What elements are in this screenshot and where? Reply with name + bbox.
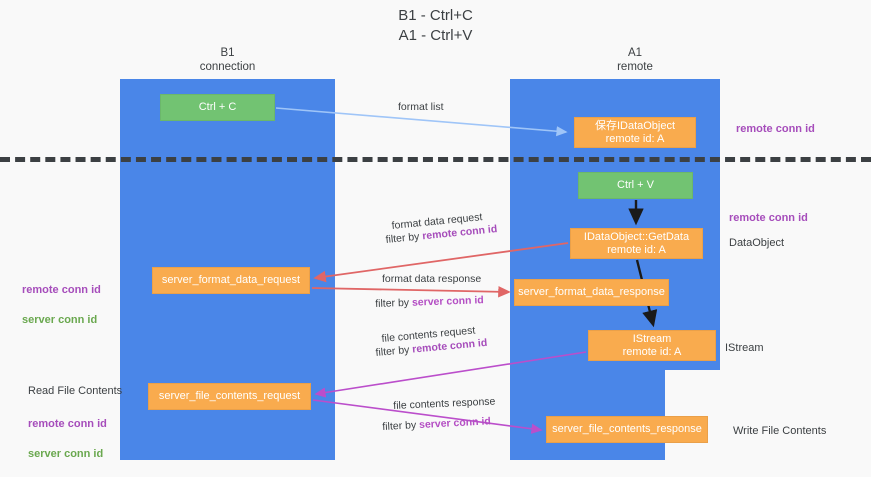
filter-prefix: filter by: [375, 296, 413, 310]
edge-file-contents-response: [312, 399, 543, 434]
phase-divider: [0, 157, 871, 162]
node-ctrl-v[interactable]: Ctrl + V: [578, 172, 693, 199]
edge-label-format-list: format list: [398, 101, 444, 113]
node-ctrl-c[interactable]: Ctrl + C: [160, 94, 275, 121]
filter-prefix: filter by: [375, 343, 413, 359]
edge-format-data-response: [311, 286, 511, 298]
edge-format-list: [275, 107, 568, 137]
filter-key-server-conn-id: server conn id: [411, 294, 484, 309]
annotation-left-conn-ids-2: remote conn id server conn id: [28, 402, 107, 477]
filter-key-server-conn-id: server conn id: [418, 415, 492, 432]
diagram-canvas: B1 - Ctrl+C A1 - Ctrl+V B1 connection A1…: [0, 7, 871, 460]
node-server-format-data-response[interactable]: server_format_data_response: [514, 279, 669, 306]
edge-format-data-request: [313, 242, 569, 283]
annotation-remote-conn-id-mid: remote conn id: [729, 212, 808, 224]
annotation-remote-conn-id-top: remote conn id: [736, 123, 815, 135]
annotation-remote-conn-id-left: remote conn id: [22, 284, 101, 296]
annotation-remote-conn-id-left-2: remote conn id: [28, 418, 107, 430]
node-istream[interactable]: IStream remote id: A: [588, 330, 716, 361]
node-idataobject-getdata[interactable]: IDataObject::GetData remote id: A: [570, 228, 703, 259]
filter-prefix: filter by: [382, 419, 420, 433]
annotation-server-conn-id-left: server conn id: [22, 314, 98, 326]
annotation-left-conn-ids: remote conn id server conn id: [22, 268, 101, 343]
node-server-format-data-request[interactable]: server_format_data_request: [152, 267, 310, 294]
filter-prefix: filter by: [385, 230, 423, 246]
column-header-a1: A1 remote: [617, 47, 653, 73]
edge-file-contents-request: [314, 351, 587, 398]
connector-layer: [275, 107, 658, 434]
annotation-read-file-contents: Read File Contents: [28, 385, 123, 397]
annotation-write-file-contents: Write File Contents: [733, 425, 827, 437]
node-server-file-contents-request[interactable]: server_file_contents_request: [148, 383, 311, 410]
annotation-istream: IStream: [725, 342, 764, 354]
column-header-b1: B1 connection: [199, 47, 256, 73]
annotation-server-conn-id-left-2: server conn id: [28, 448, 104, 460]
annotation-dataobject: DataObject: [729, 237, 785, 249]
node-idataobject[interactable]: 保存IDataObject remote id: A: [574, 117, 696, 148]
diagram-title: B1 - Ctrl+C A1 - Ctrl+V: [398, 7, 473, 44]
node-server-file-contents-response[interactable]: server_file_contents_response: [546, 416, 708, 443]
edge-label-format-data-response: format data response: [382, 273, 482, 285]
